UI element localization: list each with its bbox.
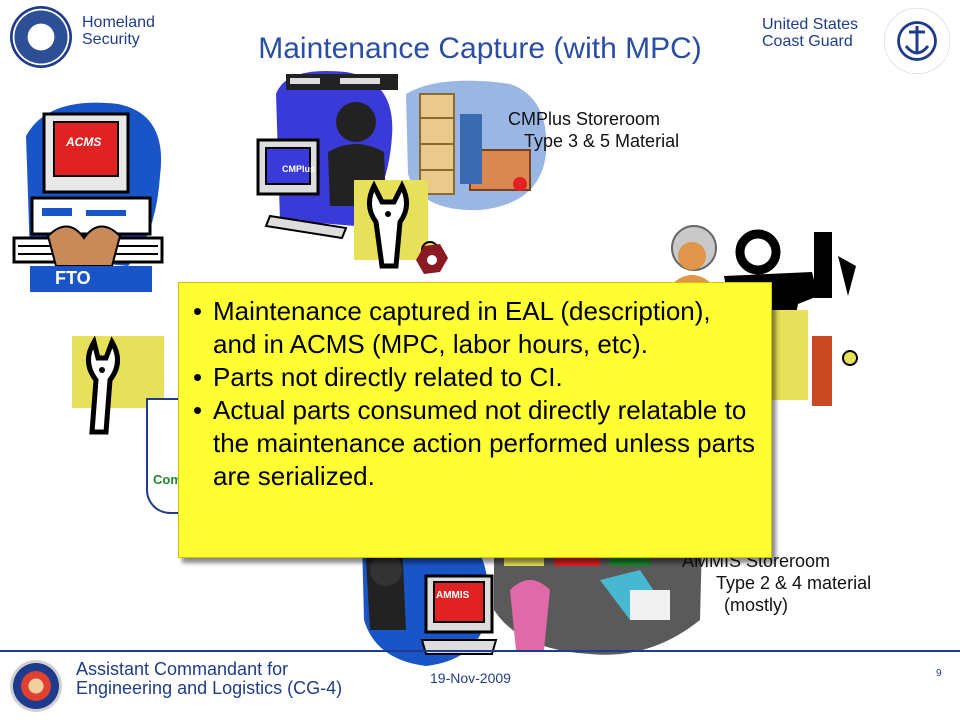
uscg-seal: [884, 8, 950, 74]
callout-box: • Maintenance captured in EAL (descripti…: [178, 282, 772, 558]
partial-tag-label: Com: [153, 472, 182, 487]
nut-icon: [416, 244, 448, 274]
callout-bullet-item: • Actual parts consumed not directly rel…: [193, 394, 755, 493]
footer-date: 19-Nov-2009: [430, 670, 511, 686]
caption-line: CMPlus Storeroom: [508, 109, 661, 129]
warehouse-illustration: [406, 80, 547, 211]
callout-text: Actual parts consumed not directly relat…: [213, 395, 755, 491]
org-line: United States: [762, 16, 859, 33]
org-line: Coast Guard: [762, 33, 853, 50]
dhs-seal: [10, 6, 72, 68]
caption-line: Type 3 & 5 Material: [524, 131, 680, 151]
wrench-character-left: [72, 335, 164, 435]
eagle-icon: [35, 24, 47, 50]
caption-line: Type 2 & 4 material: [716, 573, 872, 593]
bullet-icon: •: [193, 395, 203, 425]
acms-screen-label: ACMS: [66, 135, 102, 149]
footer-divider: [0, 650, 960, 652]
homeland-security-label: Homeland Security: [82, 14, 155, 48]
bullet-icon: •: [193, 362, 203, 392]
ammis-screen-label: AMMIS: [436, 590, 470, 601]
footer-org-line: Assistant Commandant for: [76, 659, 289, 679]
footer-org-line: Engineering and Logistics (CG-4): [76, 678, 343, 698]
bullet-icon: •: [193, 296, 203, 326]
callout-bullet-item: • Maintenance captured in EAL (descripti…: [193, 295, 755, 361]
fto-label: FTO: [55, 268, 91, 288]
org-line: Security: [82, 31, 140, 48]
caption-line: (mostly): [724, 595, 788, 615]
footer-org-label: Assistant Commandant for Engineering and…: [76, 660, 342, 698]
cmplus-caption: CMPlus Storeroom Type 3 & 5 Material: [508, 108, 679, 152]
cg4-logo: [10, 660, 62, 712]
callout-bullet-item: • Parts not directly related to CI.: [193, 361, 755, 394]
wrench-character-top: [354, 180, 439, 269]
page-number: 9: [936, 668, 942, 679]
ammis-caption: AMMIS Storeroom Type 2 & 4 material (mos…: [682, 550, 872, 616]
ammis-worker-illustration: [362, 526, 498, 666]
callout-text: Parts not directly related to CI.: [213, 362, 563, 392]
callout-text: Maintenance captured in EAL (description…: [213, 296, 711, 359]
callout-list: • Maintenance captured in EAL (descripti…: [193, 295, 755, 493]
acms-computer-illustration: [12, 102, 164, 292]
anchor-icon: [904, 26, 930, 55]
pilot-icon: [671, 225, 717, 284]
slide-title: Maintenance Capture (with MPC): [258, 32, 702, 65]
coast-guard-label: United States Coast Guard: [762, 16, 858, 50]
cmplus-screen-label: CMPlus: [282, 164, 316, 174]
org-line: Homeland: [82, 14, 155, 31]
